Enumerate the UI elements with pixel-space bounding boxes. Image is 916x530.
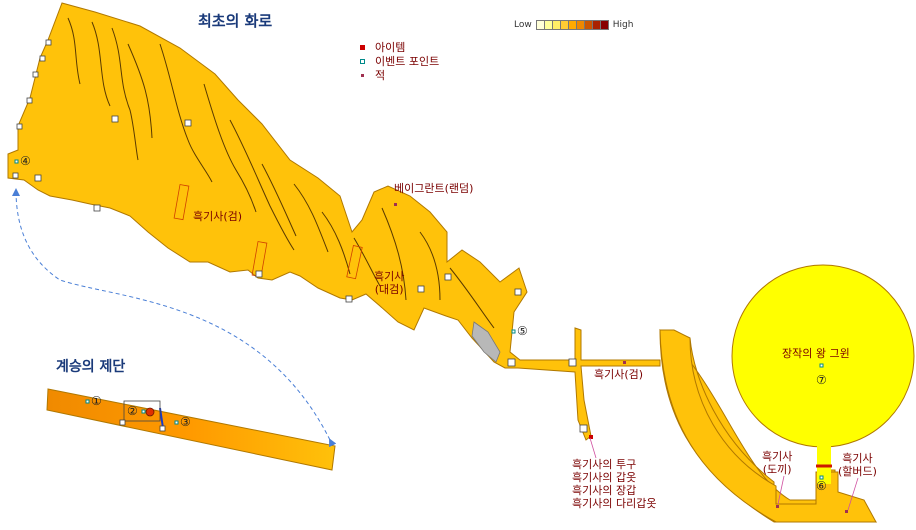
legend-enemy-label: 적 <box>375 69 386 82</box>
point-2: ② <box>127 404 138 418</box>
legend-item-label: 아이템 <box>375 41 406 54</box>
warp-link-arrow <box>12 188 337 448</box>
point-3: ③ <box>180 415 191 429</box>
altar-marker-1 <box>119 419 126 426</box>
heat-swatch <box>552 21 561 29</box>
label-giant-garden: 장작의 왕 그윈 <box>782 347 850 360</box>
enemy-dots <box>394 203 848 513</box>
armor-item: 흑기사의 투구 <box>572 458 637 471</box>
label-black-knight-axe: 흑기사 (도끼) <box>762 450 793 476</box>
point-1: ① <box>91 394 102 408</box>
heat-swatch <box>544 21 553 29</box>
label-leaders <box>589 437 859 511</box>
wall-ticks <box>12 39 52 179</box>
armor-item: 흑기사의 장갑 <box>572 484 637 497</box>
armor-item: 흑기사의 다리갑옷 <box>572 497 657 510</box>
point-7: ⑦ <box>816 373 827 387</box>
heat-scale: Low High <box>514 20 633 30</box>
point-4: ④ <box>20 154 31 168</box>
legend-item-row: 아이템 <box>360 40 405 54</box>
heat-bar <box>535 20 609 30</box>
rubble-patch <box>471 321 501 363</box>
item-legend-icon <box>360 44 365 50</box>
heat-swatch <box>568 21 577 29</box>
enemy-legend-icon <box>361 73 364 77</box>
heat-swatch <box>584 21 593 29</box>
label-vagrant: 베이그란트(랜덤) <box>394 182 474 195</box>
first-corridor-title: 최초의 화로 <box>198 12 273 30</box>
label-black-knight-halberd: 흑기사 (할버드) <box>838 452 877 478</box>
altar-title: 계승의 제단 <box>56 359 126 375</box>
label-black-knight-sword-1: 흑기사(검) <box>193 210 243 223</box>
heat-swatch <box>592 21 601 29</box>
heat-swatch <box>560 21 569 29</box>
heat-swatch <box>600 21 608 29</box>
heat-swatch <box>576 21 585 29</box>
armor-item-list: 흑기사의 투구 흑기사의 갑옷 흑기사의 장갑 흑기사의 다리갑옷 <box>572 458 656 510</box>
label-black-knight-sword-2: 흑기사(검) <box>594 368 644 381</box>
legend-event-label: 이벤트 포인트 <box>375 55 440 68</box>
item-dot <box>589 435 593 439</box>
event-legend-icon <box>360 58 365 64</box>
heat-low-label: Low <box>514 20 532 30</box>
altar-marker-2 <box>159 425 166 432</box>
heat-high-label: High <box>612 20 634 30</box>
circle-connector <box>817 444 831 484</box>
heat-swatch <box>536 21 545 29</box>
legend-enemy-row: 적 <box>360 68 385 82</box>
legend-event-row: 이벤트 포인트 <box>360 54 439 68</box>
event-dots <box>14 159 824 480</box>
armor-item: 흑기사의 갑옷 <box>572 471 637 484</box>
altar-bonfire <box>145 407 155 417</box>
label-black-knight-greatsword: 흑기사 (대검) <box>374 270 405 296</box>
point-5: ⑤ <box>517 324 528 338</box>
point-6: ⑥ <box>816 479 827 493</box>
